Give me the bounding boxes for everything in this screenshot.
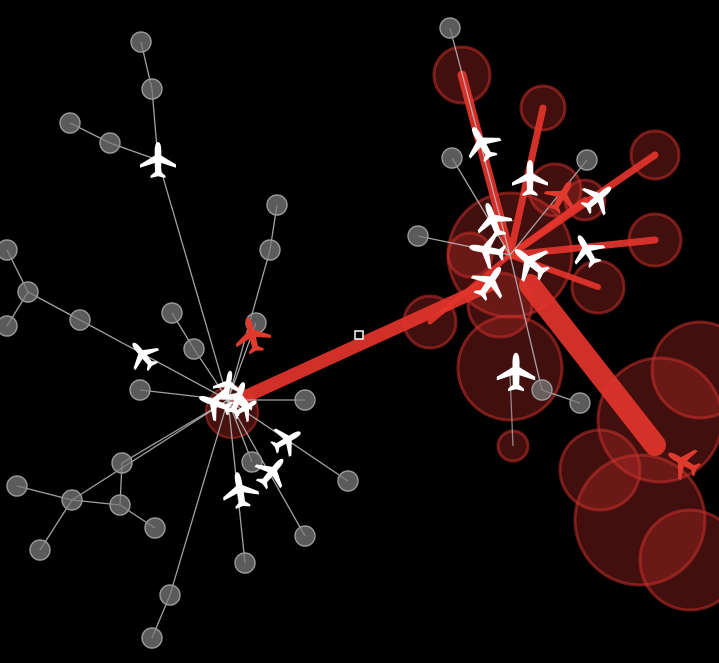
red-node[interactable] [650, 320, 719, 420]
grey-node[interactable] [141, 627, 163, 649]
grey-node[interactable] [144, 517, 166, 539]
grey-edge [451, 157, 511, 256]
red-node[interactable] [558, 428, 642, 512]
grey-node[interactable] [576, 149, 598, 171]
grey-node[interactable] [439, 17, 461, 39]
grey-node[interactable] [0, 315, 18, 337]
red-node[interactable] [573, 453, 707, 587]
grey-node[interactable] [29, 539, 51, 561]
airplane-icon[interactable] [121, 333, 165, 377]
red-edge [427, 252, 513, 325]
red-node[interactable] [596, 356, 719, 484]
grey-node[interactable] [337, 470, 359, 492]
airplane-icon[interactable] [219, 469, 261, 511]
grey-edge [71, 399, 229, 501]
handle-layer [354, 330, 364, 340]
grey-node[interactable] [259, 239, 281, 261]
grey-node[interactable] [129, 379, 151, 401]
grey-node[interactable] [17, 281, 39, 303]
grey-node[interactable] [130, 31, 152, 53]
grey-node[interactable] [294, 525, 316, 547]
grey-node[interactable] [111, 452, 133, 474]
red-edge [506, 104, 547, 259]
airplane-icon[interactable] [265, 418, 309, 462]
grey-edge [509, 254, 543, 391]
grey-node[interactable] [266, 194, 288, 216]
grey-node[interactable] [294, 389, 316, 411]
red-node[interactable] [638, 508, 719, 612]
grey-node[interactable] [61, 489, 83, 511]
grey-node[interactable] [159, 584, 181, 606]
grey-node[interactable] [109, 494, 131, 516]
grey-node[interactable] [59, 112, 81, 134]
red-node[interactable] [456, 314, 564, 422]
airplane-icon[interactable] [140, 142, 176, 178]
grey-node[interactable] [441, 147, 463, 169]
grey-node[interactable] [407, 225, 429, 247]
grey-node[interactable] [141, 78, 163, 100]
grey-node[interactable] [569, 392, 591, 414]
grey-node[interactable] [241, 451, 263, 473]
grey-node[interactable] [0, 239, 18, 261]
grey-edge [509, 159, 588, 256]
grey-edge [157, 159, 229, 401]
grey-node-layer [0, 17, 598, 649]
grey-edge [79, 319, 229, 401]
grey-node[interactable] [6, 475, 28, 497]
grey-edge [169, 399, 229, 596]
grey-edge [121, 399, 229, 464]
grey-node[interactable] [183, 338, 205, 360]
grey-node[interactable] [234, 552, 256, 574]
red-edge [519, 274, 666, 456]
grey-node[interactable] [69, 309, 91, 331]
grey-node[interactable] [161, 302, 183, 324]
grey-node[interactable] [99, 132, 121, 154]
red-node-layer [205, 45, 719, 612]
edge-handle[interactable] [354, 330, 364, 340]
grey-node[interactable] [531, 379, 553, 401]
